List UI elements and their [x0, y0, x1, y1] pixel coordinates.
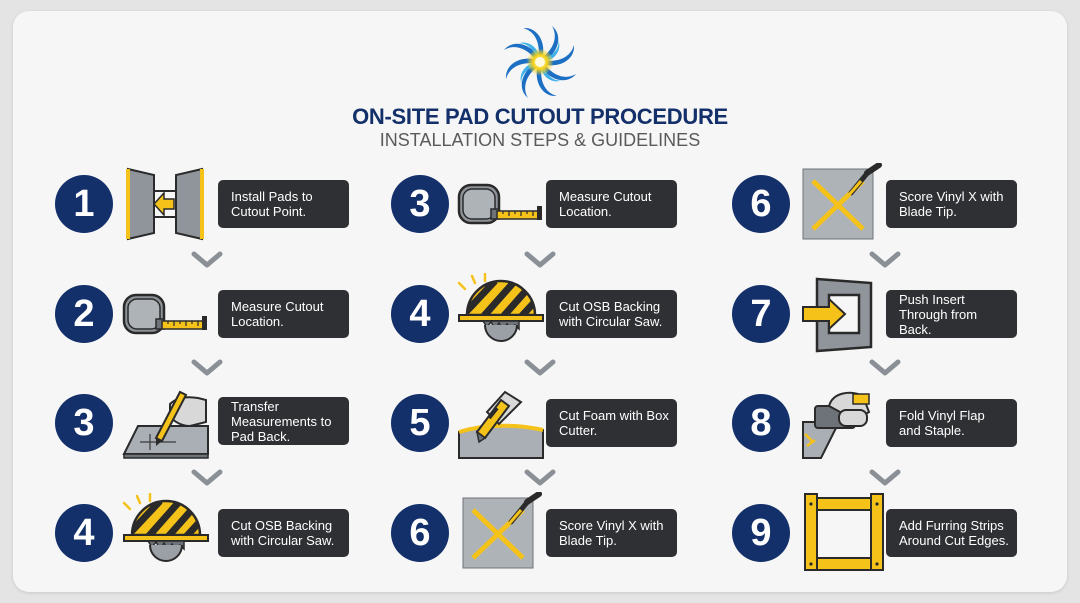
- step-label: Push Insert Through from Back.: [886, 290, 1017, 338]
- pencil-marking-icon: [122, 390, 209, 459]
- push-insert-icon: [802, 277, 873, 353]
- pad-insert-icon: [126, 167, 204, 241]
- circular-saw-icon: [455, 273, 545, 353]
- chevron-down-icon: [869, 359, 901, 376]
- step-number-badge: 9: [732, 504, 790, 562]
- chevron-down-icon: [869, 251, 901, 268]
- furring-frame-icon: [804, 493, 884, 571]
- step-number-badge: 3: [55, 394, 113, 452]
- step-label: Cut OSB Backing with Circular Saw.: [546, 290, 677, 338]
- step-number-badge: 3: [391, 175, 449, 233]
- circular-saw-icon: [120, 493, 210, 573]
- step-label: Cut Foam with Box Cutter.: [546, 399, 677, 447]
- score-x-icon: [459, 492, 549, 572]
- step-number-badge: 5: [391, 394, 449, 452]
- step-label: Cut OSB Backing with Circular Saw.: [218, 509, 349, 557]
- chevron-down-icon: [191, 469, 223, 486]
- chevron-down-icon: [869, 469, 901, 486]
- chevron-down-icon: [191, 359, 223, 376]
- step-label: Score Vinyl X with Blade Tip.: [886, 180, 1017, 228]
- chevron-down-icon: [524, 359, 556, 376]
- step-label: Install Pads to Cutout Point.: [218, 180, 349, 228]
- step-number-badge: 4: [55, 504, 113, 562]
- page-subtitle: INSTALLATION STEPS & GUIDELINES: [379, 130, 701, 150]
- swirl-logo-icon: [504, 26, 576, 98]
- step-label: Measure Cutout Location.: [218, 290, 349, 338]
- step-number-badge: 2: [55, 285, 113, 343]
- chevron-down-icon: [524, 251, 556, 268]
- score-x-icon: [799, 163, 889, 243]
- step-number-badge: 1: [55, 175, 113, 233]
- step-number-badge: 6: [732, 175, 790, 233]
- step-label: Add Furring Strips Around Cut Edges.: [886, 509, 1017, 557]
- page-title: ON-SITE PAD CUTOUT PROCEDURE: [352, 104, 728, 129]
- tape-measure-icon: [455, 163, 545, 243]
- chevron-down-icon: [524, 469, 556, 486]
- step-label: Transfer Measurements to Pad Back.: [218, 397, 349, 445]
- step-label: Score Vinyl X with Blade Tip.: [546, 509, 677, 557]
- step-number-badge: 4: [391, 285, 449, 343]
- staple-gun-icon: [802, 391, 871, 459]
- step-number-badge: 6: [391, 504, 449, 562]
- step-label: Fold Vinyl Flap and Staple.: [886, 399, 1017, 447]
- step-number-badge: 7: [732, 285, 790, 343]
- tape-measure-icon: [120, 273, 210, 353]
- step-number-badge: 8: [732, 394, 790, 452]
- step-label: Measure Cutout Location.: [546, 180, 677, 228]
- chevron-down-icon: [191, 251, 223, 268]
- box-cutter-icon: [458, 390, 544, 459]
